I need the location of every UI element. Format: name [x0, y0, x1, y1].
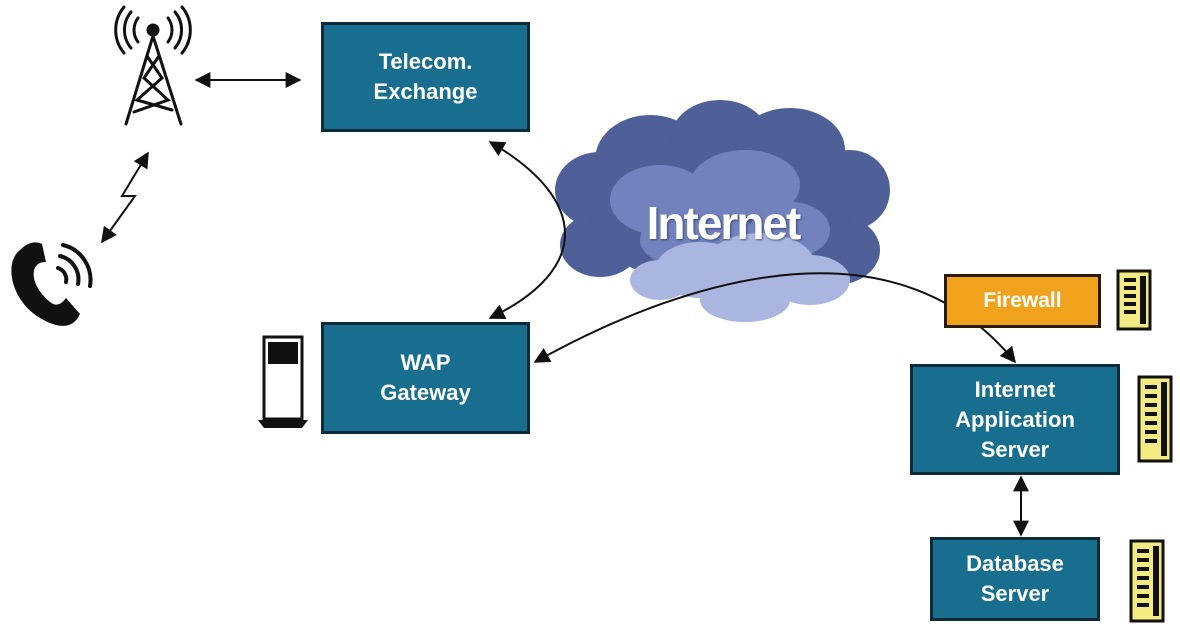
- server-rack-icon: [1129, 539, 1165, 623]
- wap-gateway-line2: Gateway: [380, 380, 471, 405]
- wap-gateway-node: WAP Gateway: [321, 322, 530, 434]
- database-server-line1: Database: [966, 551, 1064, 576]
- ias-line3: Server: [980, 436, 1050, 462]
- wap-gateway-line1: WAP: [400, 350, 451, 375]
- telecom-exchange-line2: Exchange: [373, 79, 478, 104]
- internet-cloud-label: Internet: [646, 197, 802, 249]
- wap-device-icon: [258, 335, 308, 428]
- server-rack-icon: [1137, 375, 1173, 463]
- database-server-node: Database Server: [930, 537, 1100, 621]
- telecom-exchange-node: Telecom. Exchange: [321, 22, 530, 132]
- internet-cloud: [555, 100, 890, 322]
- phone-to-tower-wireless-arrow: [101, 151, 149, 244]
- server-rack-icon: [1116, 269, 1152, 331]
- database-server-line2: Server: [980, 581, 1050, 606]
- ias-line2: Application: [955, 406, 1075, 432]
- firewall-node: Firewall: [944, 274, 1101, 328]
- cell-tower-icon: [114, 5, 192, 126]
- telecom-exchange-line1: Telecom.: [378, 49, 473, 74]
- mobile-phone-icon: [11, 242, 93, 326]
- internet-application-server-node: Internet Application Server: [910, 364, 1120, 475]
- firewall-label: Firewall: [983, 289, 1062, 312]
- exchange-to-gateway-arrow: [488, 141, 566, 319]
- ias-line1: Internet: [974, 376, 1056, 402]
